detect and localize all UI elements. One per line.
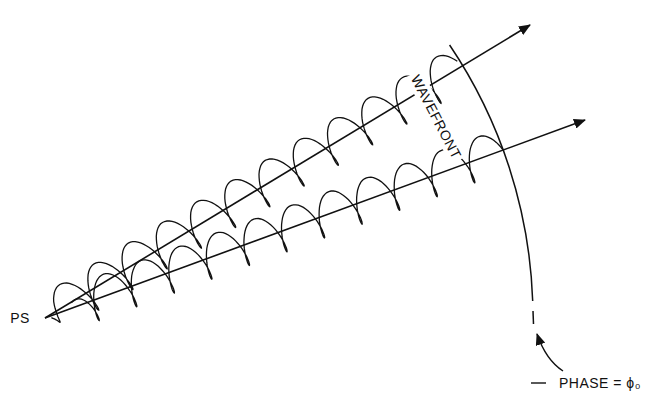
wave-trace	[71, 136, 503, 321]
source-label: PS	[10, 310, 30, 326]
phase-label: PHASE = ϕ₀	[559, 375, 641, 391]
wavefront-label: WAVEFRONT	[405, 69, 466, 165]
leader-dash	[531, 382, 546, 383]
leader-arrow	[537, 334, 563, 371]
wavefront-tail	[532, 311, 534, 324]
wavefront-arc	[450, 45, 533, 301]
wave-trace	[51, 56, 457, 323]
ray-arrow	[45, 25, 530, 318]
